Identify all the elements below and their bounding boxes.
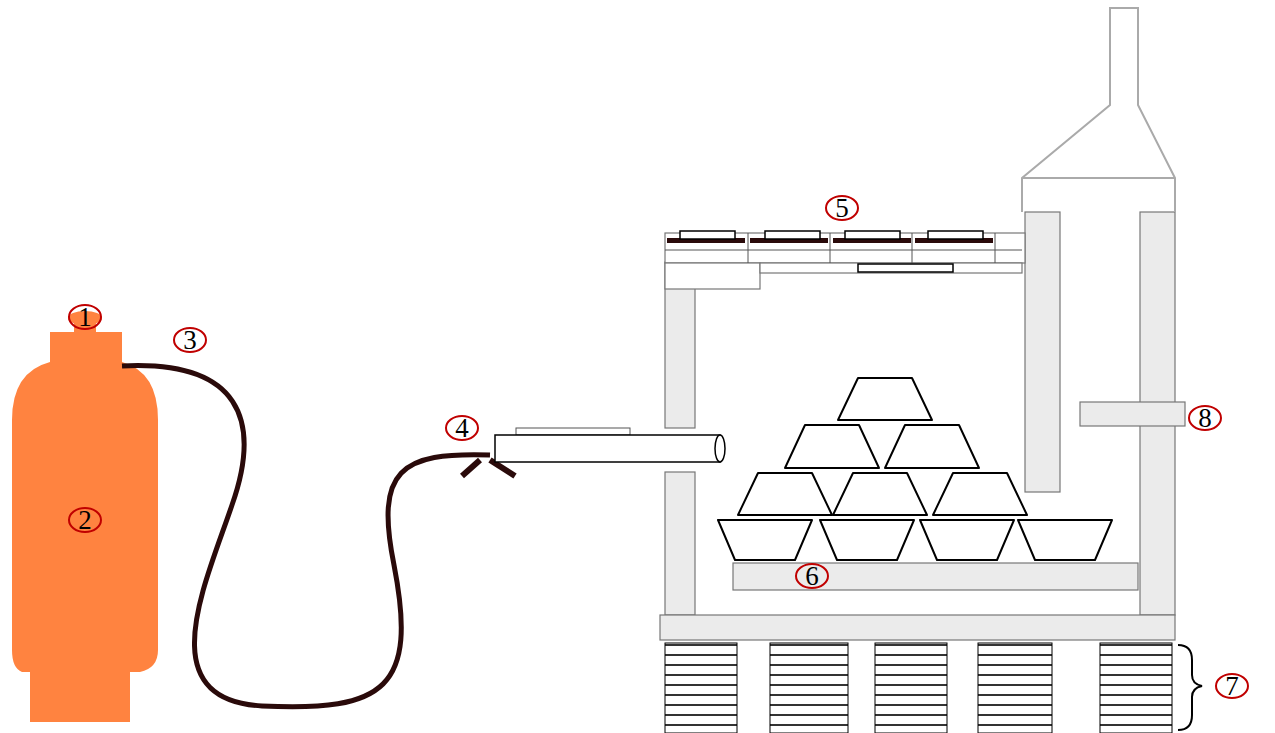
furnace-lid — [760, 263, 1022, 273]
crucible — [718, 520, 812, 560]
base-bricks — [770, 643, 848, 733]
crucible — [838, 378, 932, 420]
crucible — [718, 378, 1112, 560]
gas-burner — [516, 428, 630, 435]
gas-cylinder — [12, 311, 158, 722]
base-bricks — [665, 643, 737, 733]
base-bricks — [978, 643, 1052, 733]
furnace-lid — [748, 233, 749, 263]
furnace-lid — [680, 231, 735, 239]
shelf — [733, 563, 1138, 590]
furnace-lid — [830, 233, 831, 263]
callout-number: 4 — [445, 415, 479, 441]
crucible — [833, 473, 927, 515]
furnace-wall — [1025, 212, 1060, 492]
callout-number: 5 — [825, 195, 859, 221]
furnace-wall — [660, 615, 1175, 640]
chimney — [1022, 177, 1175, 179]
gas-hose — [122, 366, 490, 707]
chimney — [1022, 8, 1175, 212]
damper — [1080, 402, 1185, 426]
gas-burner — [462, 428, 725, 476]
furnace-lid — [845, 231, 900, 239]
callout-number: 2 — [68, 507, 102, 533]
callout-number: 7 — [1215, 673, 1249, 699]
furnace-lid — [928, 231, 983, 239]
callout-number: 3 — [173, 327, 207, 353]
gas-burner — [462, 460, 480, 476]
gas-burner — [495, 435, 720, 462]
furnace-lid — [765, 231, 820, 239]
base-bricks — [665, 643, 1172, 733]
bracket — [1178, 645, 1202, 730]
gas-burner — [715, 435, 725, 462]
crucible — [933, 473, 1027, 515]
furnace-lid — [995, 233, 996, 263]
furnace-wall — [665, 472, 695, 615]
crucible — [738, 473, 832, 515]
callout-number: 1 — [68, 304, 102, 330]
callout-number: 6 — [795, 563, 829, 589]
crucible — [785, 425, 879, 468]
furnace-lid — [665, 250, 1022, 251]
crucible — [1018, 520, 1112, 560]
furnace-lid — [858, 264, 953, 272]
damper — [1080, 402, 1185, 426]
base-bricks — [875, 643, 947, 733]
callout-number: 8 — [1188, 405, 1222, 431]
furnace-lid — [665, 231, 1025, 289]
base-bricks — [1100, 643, 1172, 733]
gas-cylinder — [12, 332, 158, 722]
chimney — [1022, 8, 1175, 212]
crucible — [820, 520, 914, 560]
furnace-lid — [912, 233, 913, 263]
shelf — [733, 563, 1138, 590]
bracket — [1178, 645, 1202, 730]
crucible — [885, 425, 979, 468]
furnace-lid — [665, 263, 760, 289]
gas-hose — [122, 366, 490, 707]
crucible — [920, 520, 1014, 560]
